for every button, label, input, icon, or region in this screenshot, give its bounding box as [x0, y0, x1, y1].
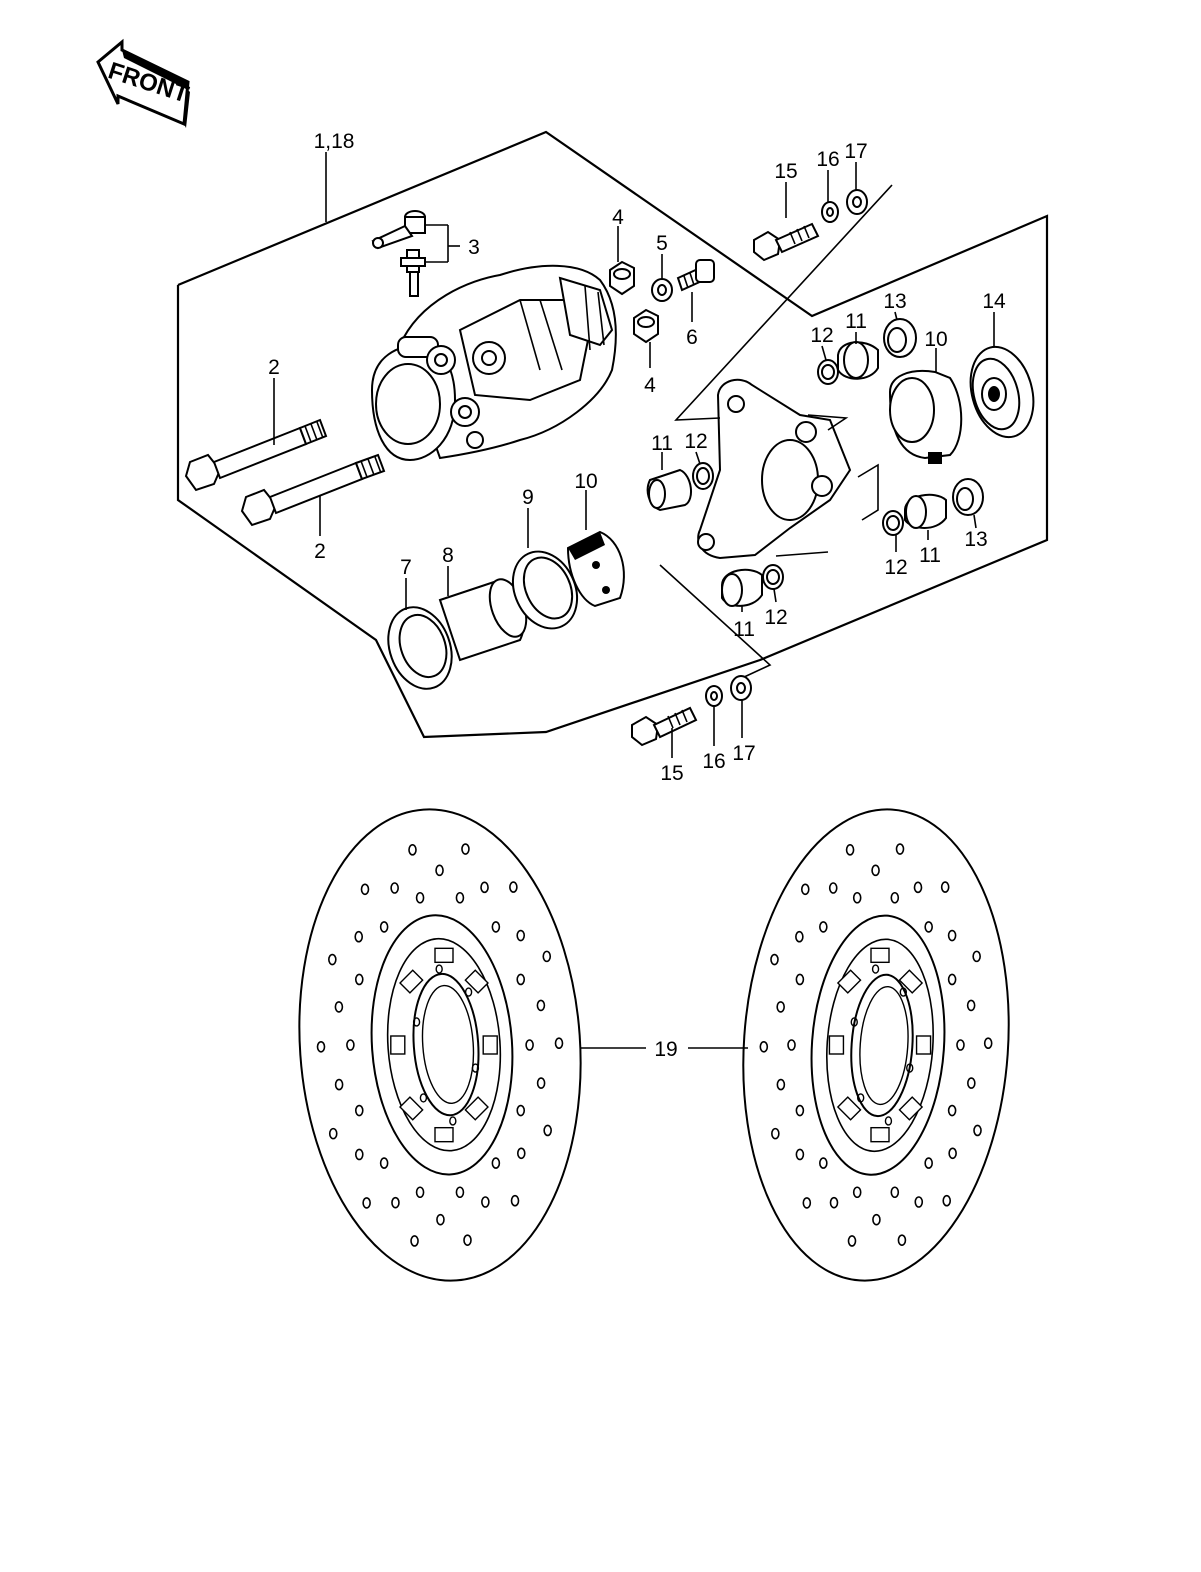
- caliper-bolt-upper-part: [184, 418, 328, 492]
- callout-4a: 4: [612, 206, 624, 229]
- ring-12b-part: [817, 359, 839, 385]
- callout-12c: 12: [884, 556, 907, 579]
- bleeder-valve-part: [371, 210, 460, 297]
- callout-1-18: 1,18: [314, 130, 355, 153]
- washer-5-part: [651, 278, 673, 302]
- ring-12c-part: [882, 510, 904, 536]
- nut-lower-part: [633, 308, 659, 344]
- washer-16a-part: [821, 201, 839, 223]
- leader-13a: [894, 311, 898, 321]
- piston-8-part: [438, 578, 528, 662]
- washer-13b-part: [952, 478, 984, 516]
- callout-17a: 17: [844, 140, 867, 163]
- dust-cap-14-part: [969, 345, 1035, 439]
- caliper-body-part: [370, 264, 617, 462]
- callout-9: 9: [522, 486, 534, 509]
- callout-15a: 15: [774, 160, 797, 183]
- callout-11a: 11: [651, 432, 673, 455]
- leader-12d: [773, 588, 777, 603]
- bushing-11c-part: [904, 493, 947, 529]
- callout-12a: 12: [684, 430, 707, 453]
- callout-12b: 12: [810, 324, 833, 347]
- callout-11c: 11: [919, 544, 941, 567]
- brake-pad-10-part: [566, 530, 625, 608]
- caliper-bolt-lower-part: [240, 453, 386, 527]
- washer-16b-part: [705, 685, 723, 707]
- callout-14: 14: [982, 290, 1006, 313]
- callout-2b: 2: [314, 540, 326, 563]
- callout-3: 3: [468, 236, 480, 259]
- callout-13b: 13: [964, 528, 987, 551]
- ring-12a-part: [692, 462, 714, 490]
- ring-12d-part: [762, 564, 784, 590]
- callout-16a: 16: [816, 148, 839, 171]
- leader-12b: [821, 345, 827, 361]
- callout-11d: 11: [733, 618, 755, 641]
- callout-19: 19: [654, 1038, 677, 1061]
- leader-12a: [695, 451, 701, 465]
- bushing-11b-part: [837, 341, 879, 380]
- bolt-15a-part: [753, 222, 820, 262]
- washer-17a-part: [846, 189, 868, 215]
- bushing-11d-part: [721, 568, 763, 607]
- washer-17b-part: [730, 675, 752, 701]
- brake-disc-left-part: [298, 808, 582, 1282]
- callout-7: 7: [400, 556, 412, 579]
- nut-upper-part: [609, 260, 635, 296]
- callout-15b: 15: [660, 762, 683, 785]
- front-arrow-icon: FRONT: [96, 38, 192, 128]
- callout-8: 8: [442, 544, 454, 567]
- callout-17b: 17: [732, 742, 755, 765]
- callout-16b: 16: [702, 750, 725, 773]
- bushing-11a-part: [646, 468, 692, 512]
- cover-10b-part: [888, 370, 963, 464]
- washer-13a-part: [883, 318, 917, 358]
- bolt-15b-part: [631, 706, 698, 747]
- boot-9-part: [511, 550, 579, 630]
- callout-2a: 2: [268, 356, 280, 379]
- caliper-assembly-outline: [176, 130, 1049, 739]
- callout-10b: 10: [924, 328, 947, 351]
- assembly-link-lines: [659, 184, 893, 679]
- callout-5: 5: [656, 232, 668, 255]
- callout-labels: 1,18 2 2 3 4 4 5 6 7 8 9 10 10 11 11 11 …: [268, 130, 1006, 1061]
- seal-7-part: [387, 606, 453, 690]
- bolt-6-part: [676, 259, 715, 292]
- callout-6: 6: [686, 326, 698, 349]
- callout-12d: 12: [764, 606, 787, 629]
- callout-11b: 11: [845, 310, 867, 333]
- leader-13b: [973, 514, 977, 529]
- callout-4b: 4: [644, 374, 656, 397]
- callout-10a: 10: [574, 470, 597, 493]
- brake-disc-right-part: [742, 808, 1010, 1282]
- callout-13a: 13: [883, 290, 906, 313]
- caliper-bracket-part: [697, 378, 852, 560]
